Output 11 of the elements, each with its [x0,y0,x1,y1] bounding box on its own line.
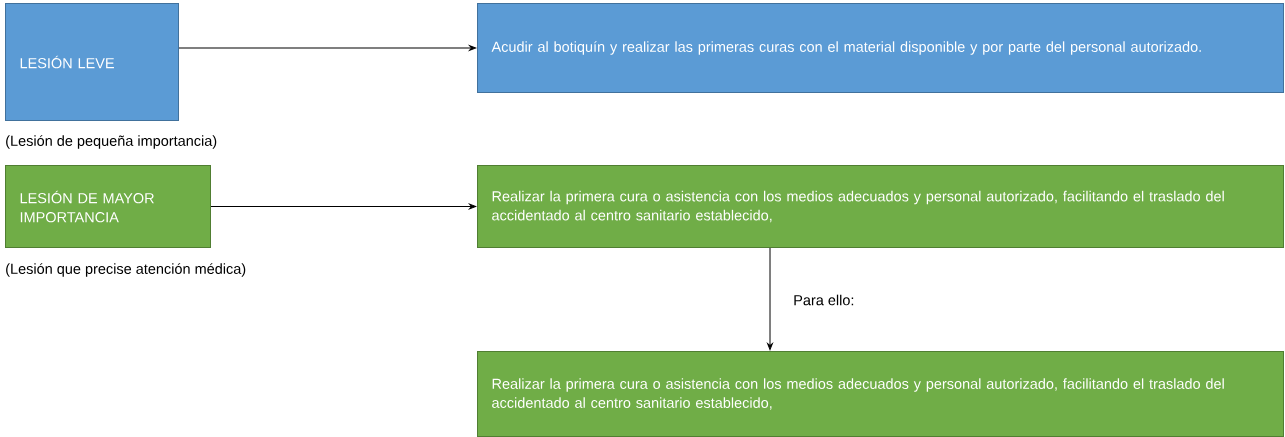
arrow [767,247,773,351]
process-box: Realizar la primera cura o asistencia con los medios adecuados y personal autorizado, facilitando el traslado del accidentado al centro sanitario establecido, [477,165,1284,248]
process-box: LESIÓN LEVE [5,3,179,121]
arrow [210,203,477,210]
process-box: LESIÓN DE MAYOR IMPORTANCIA [5,165,211,248]
arrow [178,45,477,51]
edge-label: Para ello: [792,293,856,307]
process-box: Realizar la primera cura o asistencia con los medios adecuados y personal autorizado, facilitando el traslado del accidentado al centro sanitario establecido, [477,351,1284,437]
caption-text: (Lesión de pequeña importancia) [6,135,217,149]
caption-text: (Lesión que precise atención médica) [6,263,246,277]
process-box: Acudir al botiquín y realizar las primeras curas con el material disponible y por parte del personal autorizado. [477,3,1284,93]
